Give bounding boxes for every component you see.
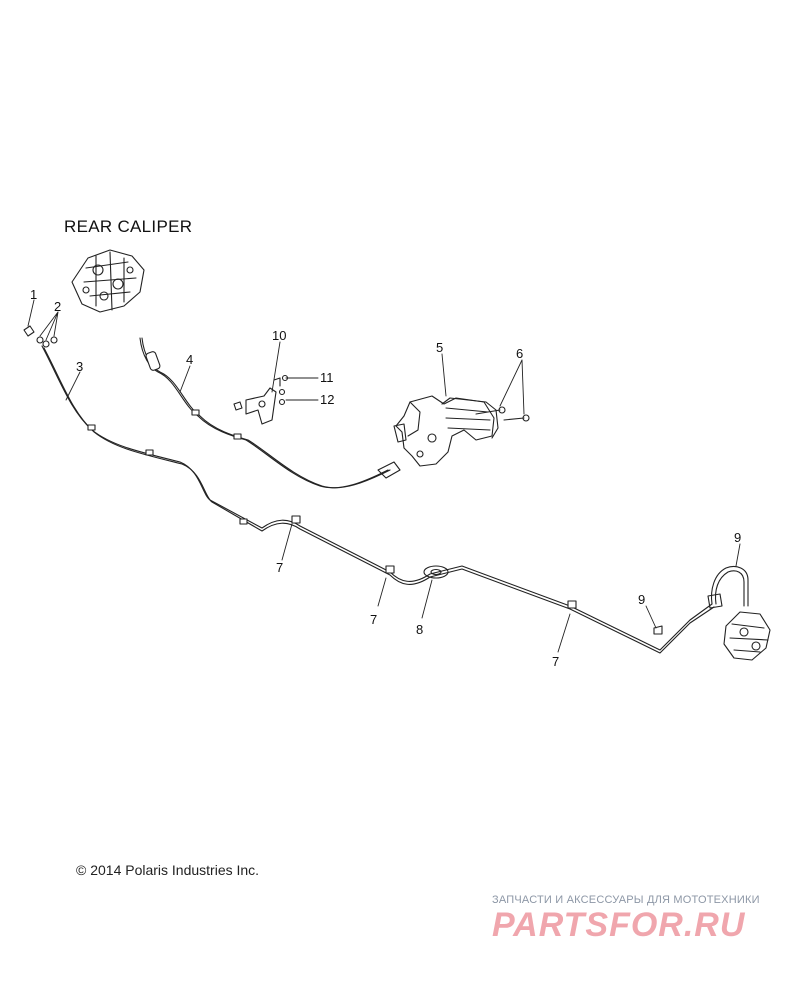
fitting-part-1 [23,325,35,337]
brake-hose-part-9 [707,565,749,609]
front-caliper-icon [723,611,771,661]
copyright-notice: © 2014 Polaris Industries Inc. [76,862,260,878]
callout-4: 4 [186,352,193,367]
watermark-tagline: ЗАПЧАСТИ И АКСЕССУАРЫ ДЛЯ МОТОТЕХНИКИ [492,894,760,906]
callout-6: 6 [516,346,523,361]
callout-1: 1 [30,287,37,302]
grommet-part-8 [423,565,449,579]
callout-5: 5 [436,340,443,355]
nut-part-12 [278,388,286,406]
callout-10: 10 [272,328,286,343]
callout-8: 8 [416,622,423,637]
brake-cable-part-4 [139,337,401,489]
watermark-logo: PARTSFOR.RU [492,906,746,944]
rear-caliper-icon [71,249,145,313]
callout-7-b: 7 [370,612,377,627]
callout-11: 11 [320,370,334,385]
callout-7-a: 7 [276,560,283,575]
callout-9-clip: 9 [638,592,645,607]
parking-brake-lever-part-5 [393,395,499,467]
callout-7-c: 7 [552,654,559,669]
callout-3: 3 [76,359,83,374]
diagram-title: REAR CALIPER [64,217,193,236]
bolt-part-6 [475,406,530,422]
washer-part-2 [36,336,58,348]
clip-part-9 [653,625,663,635]
leader-lines [27,299,741,653]
bracket-part-10 [233,377,281,425]
brake-line-part-3 [41,345,715,654]
callout-9-hose: 9 [734,530,741,545]
callout-2: 2 [54,299,61,314]
callout-labels: 1 2 3 4 10 11 12 5 6 9 9 7 7 8 7 [30,287,741,669]
callout-12: 12 [320,392,334,407]
